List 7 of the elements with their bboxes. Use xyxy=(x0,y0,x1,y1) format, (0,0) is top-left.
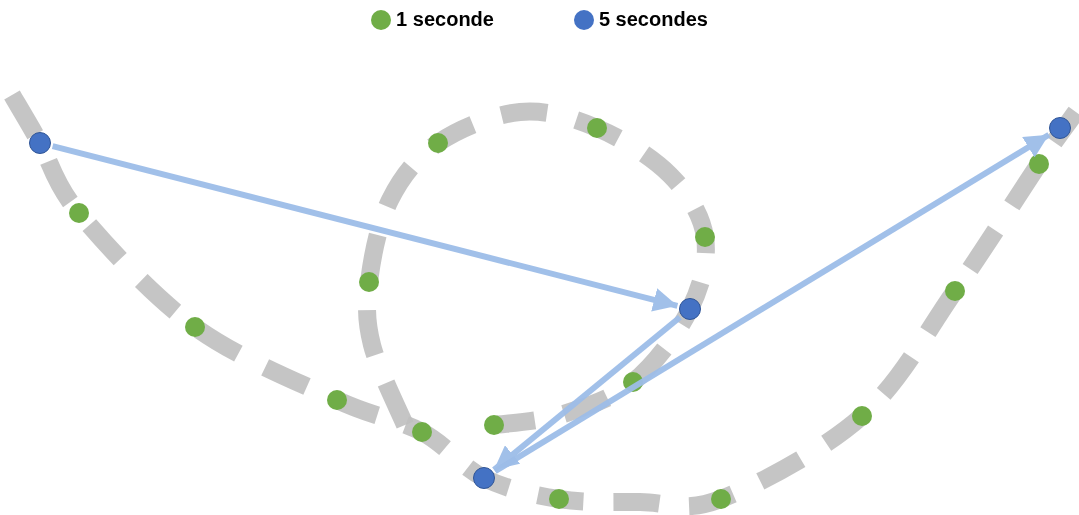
arrow xyxy=(493,132,1051,474)
legend-label: 5 secondes xyxy=(598,8,708,31)
legend-label: 1 seconde xyxy=(396,8,494,31)
position-dot xyxy=(473,467,495,489)
arrow xyxy=(51,143,679,312)
position-dot xyxy=(679,298,701,320)
position-dot xyxy=(29,132,51,154)
